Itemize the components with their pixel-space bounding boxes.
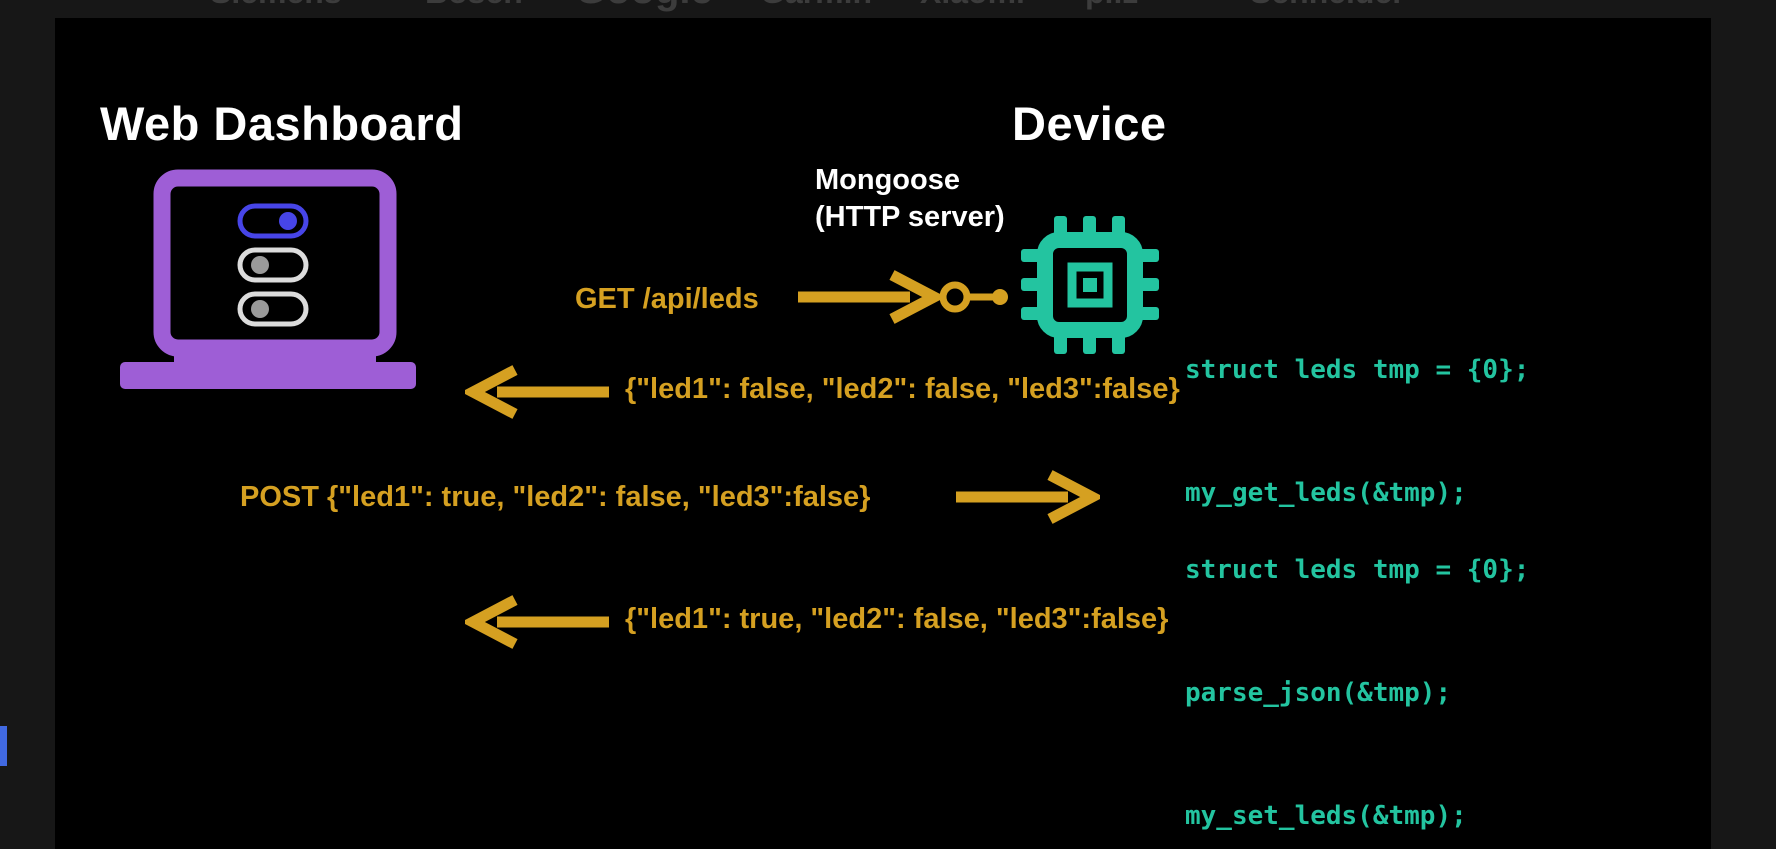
arrow-left-get-response-icon (465, 362, 615, 422)
get-handler-code: struct leds tmp = {0}; my_get_leds(&tmp)… (1185, 268, 1529, 596)
diagram-panel (55, 18, 1711, 849)
mongoose-label-line1: Mongoose (815, 164, 960, 196)
partial-logo: Schneider (1250, 0, 1405, 11)
microcontroller-chip-icon (1015, 210, 1165, 360)
mongoose-label: Mongoose (HTTP server) (815, 162, 1005, 236)
edge-blue-sliver (0, 726, 7, 766)
code-line: parse_json(&tmp); (1185, 678, 1452, 708)
post-request-label: POST {"led1": true, "led2": false, "led3… (240, 481, 871, 513)
code-line: my_get_leds(&tmp); (1185, 478, 1467, 508)
partial-logo: pilz (1085, 0, 1138, 11)
code-line: struct leds tmp = {0}; (1185, 355, 1530, 385)
arrow-right-post-icon (950, 467, 1100, 527)
web-dashboard-title: Web Dashboard (100, 97, 464, 150)
post-handler-code: struct leds tmp = {0}; parse_json(&tmp);… (1185, 468, 1529, 849)
partial-logo: Bosch (425, 0, 523, 11)
code-line: my_set_leds(&tmp); (1185, 801, 1467, 831)
device-title: Device (1012, 97, 1167, 150)
post-response-label: {"led1": true, "led2": false, "led3":fal… (625, 603, 1169, 635)
key-icon (938, 275, 1018, 319)
code-line: struct leds tmp = {0}; (1185, 555, 1530, 585)
get-request-label: GET /api/leds (575, 283, 759, 315)
partial-logo: Xiaomi (920, 0, 1025, 11)
partial-logo: Google (575, 0, 713, 13)
partial-logo: Garmin (760, 0, 872, 11)
partial-logo: Siemens (210, 0, 342, 11)
get-response-label: {"led1": false, "led2": false, "led3":fa… (625, 373, 1180, 405)
arrow-left-post-response-icon (465, 592, 615, 652)
partial-logo-strip: Siemens Bosch Google Garmin Xiaomi pilz … (0, 0, 1776, 16)
arrow-right-get-icon (792, 267, 942, 327)
mongoose-label-line2: (HTTP server) (815, 201, 1005, 233)
laptop-with-toggles-icon (112, 168, 422, 400)
